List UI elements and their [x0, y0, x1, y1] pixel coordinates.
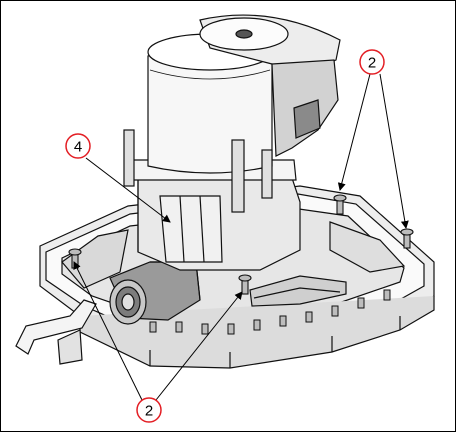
callout-2-top-right: 2 — [359, 49, 385, 75]
leader-2-top-b — [379, 73, 409, 229]
drain-hose — [15, 299, 97, 365]
leader-2-bottom-a — [73, 261, 143, 401]
callout-4: 4 — [65, 133, 91, 159]
screw-center — [238, 274, 252, 295]
callout-4-label: 4 — [74, 139, 82, 156]
callout-2-top-right-label: 2 — [368, 55, 376, 72]
screw-right-edge — [400, 228, 414, 249]
screws — [68, 194, 414, 295]
base-ribs — [149, 289, 391, 335]
leader-2-bottom-b — [155, 291, 243, 401]
leader-2-top-a — [337, 73, 371, 191]
leader-lines — [73, 73, 409, 401]
pump-motor — [123, 14, 341, 271]
callout-2-bottom: 2 — [136, 397, 162, 423]
leader-4 — [85, 157, 171, 223]
screw-right-top — [333, 194, 347, 215]
callout-2-bottom-label: 2 — [145, 403, 153, 420]
